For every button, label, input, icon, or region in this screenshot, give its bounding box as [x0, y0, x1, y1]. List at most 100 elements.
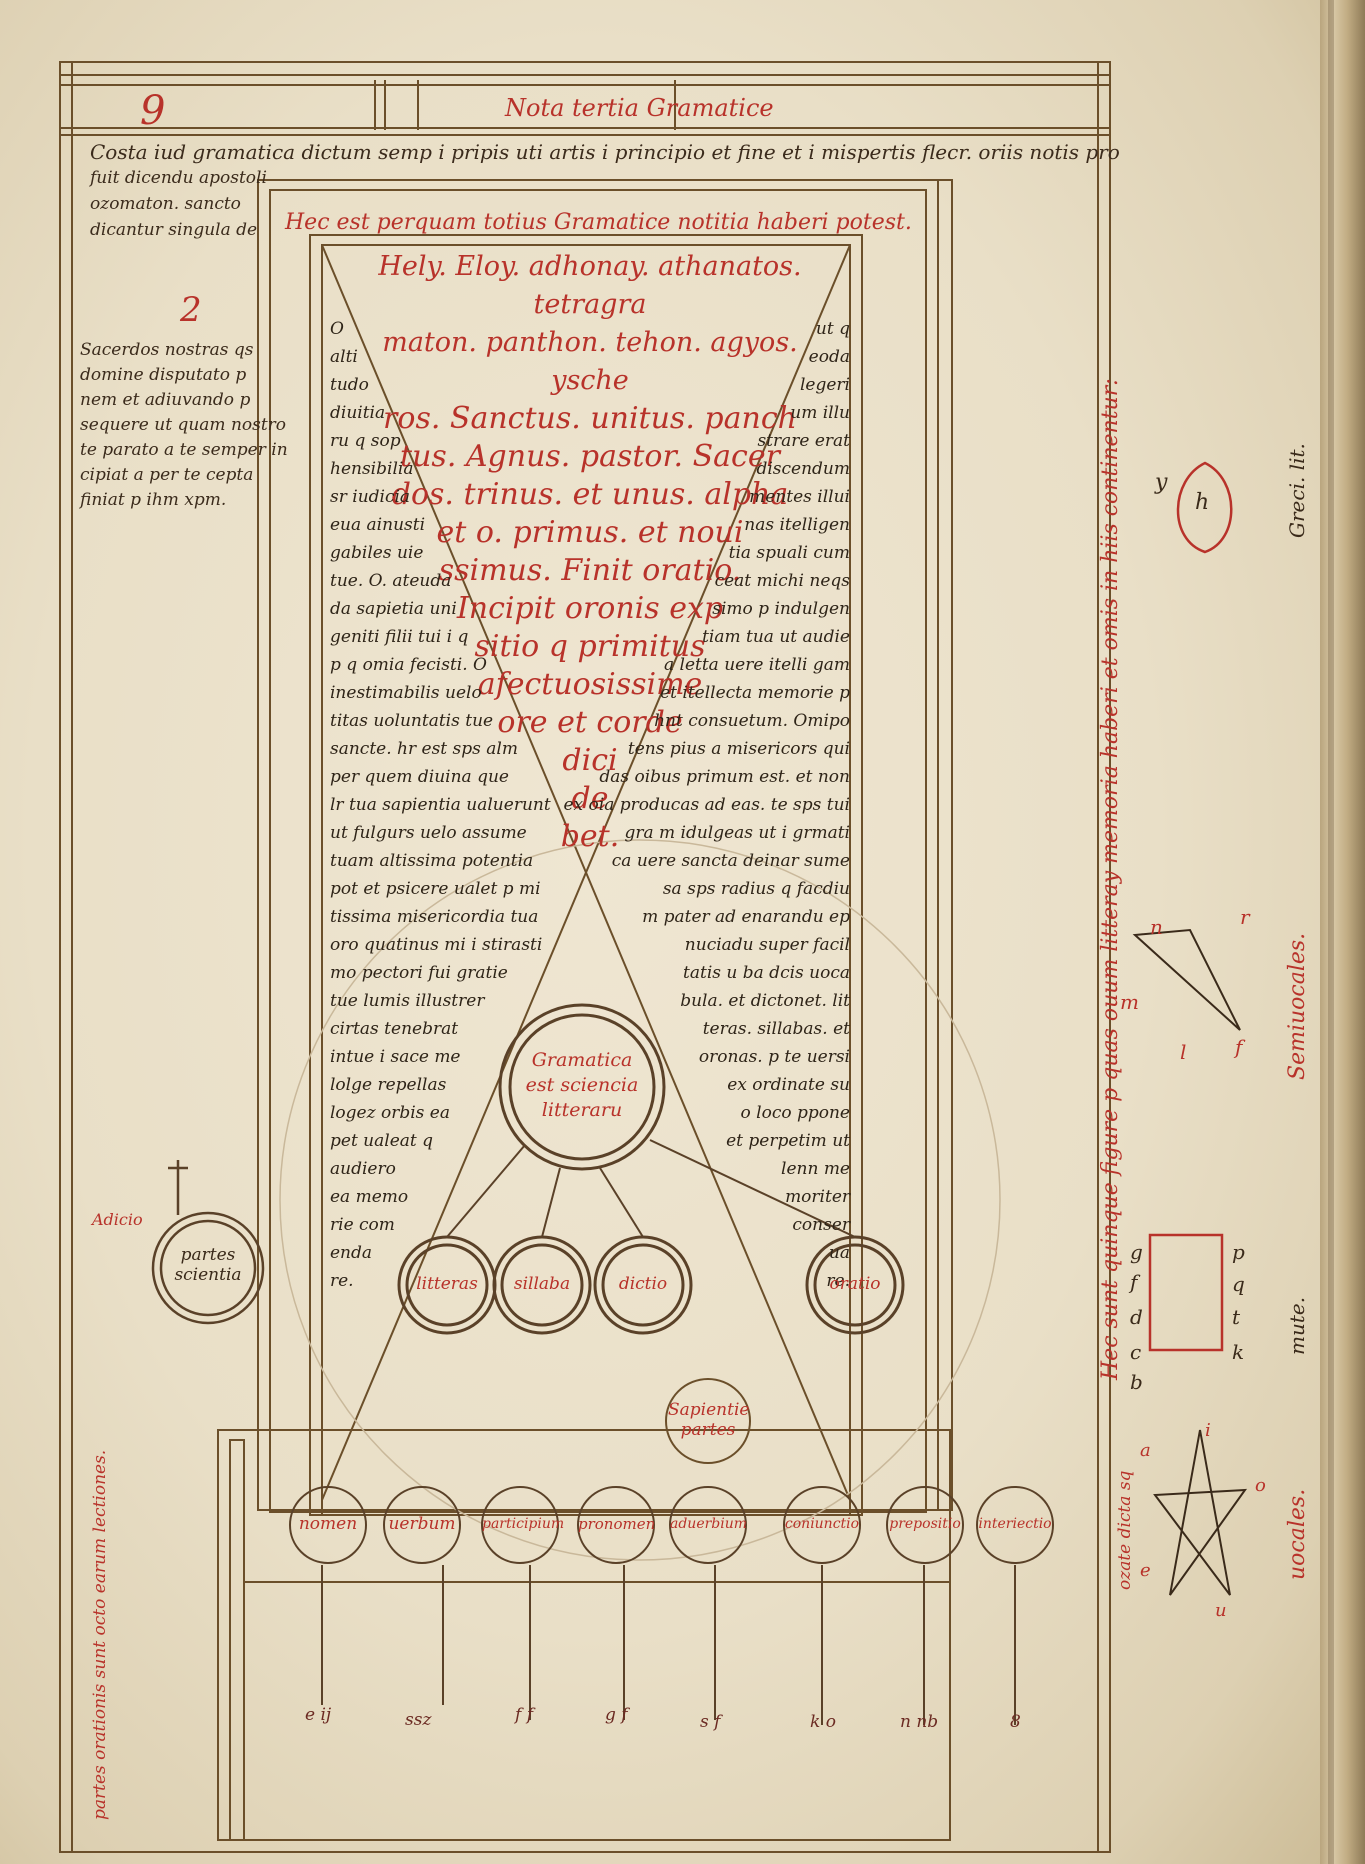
grammar-line: Gramatica	[531, 1049, 633, 1071]
grammar-line: litteraru	[541, 1099, 623, 1121]
book-gutter	[1320, 0, 1365, 1864]
figure-letter: r	[1240, 905, 1250, 929]
diagram-drawing	[59, 61, 1248, 1853]
gloss-top-line-2: fuit dicendu apostoli	[90, 168, 267, 188]
mute-label: mute.	[1285, 1296, 1309, 1355]
pos-pronomen: pronomen	[578, 1515, 656, 1533]
invocation-line: ros. Sanctus. unitus. panch	[383, 401, 797, 436]
left-column-line: alti	[330, 347, 358, 367]
invocation-line: ore et corde	[497, 705, 683, 740]
right-column-line: simo p indulgen	[712, 599, 850, 619]
figure-letter: f	[1130, 1270, 1138, 1294]
right-column-line: um illu	[790, 403, 850, 423]
right-column-line: moriter	[785, 1187, 850, 1207]
gloss-left-line: cipiat a per te cepta	[80, 465, 254, 485]
figure-letter: n nb	[900, 1712, 939, 1732]
left-column-line: titas uoluntatis tue	[330, 711, 494, 731]
sapientie-line: Sapientie	[668, 1400, 750, 1420]
gloss-left-line: domine disputato p	[80, 365, 247, 385]
invocation-line: ssimus. Finit oratio.	[438, 553, 742, 588]
grammar-part-oratio: oratio	[829, 1274, 881, 1294]
left-column-line: per quem diuina que	[330, 767, 509, 787]
right-column-line: discendum	[756, 459, 850, 479]
invocation-line: Incipit oronis exp	[456, 591, 724, 626]
figure-letter: 8	[1010, 1712, 1021, 1732]
right-column-line: tia spuali cum	[728, 543, 850, 563]
invocation-line: sitio q primitus	[474, 629, 706, 664]
pos-nomen: nomen	[298, 1514, 358, 1534]
left-column-line: tissima misericordia tua	[330, 907, 539, 927]
gloss-left: Sacerdos nostras qs domine disputato p n…	[80, 338, 288, 513]
invocation-line: dici	[562, 743, 618, 778]
right-column-line: eoda	[808, 347, 850, 367]
right-column-line: a letta uere itelli gam	[663, 655, 850, 675]
left-circle-line: partes	[180, 1245, 236, 1265]
left-column-line: hensibilia	[330, 459, 414, 479]
left-column-line: lr tua sapientia ualuerunt	[330, 795, 551, 815]
right-column-line: ceat michi neqs	[714, 571, 850, 591]
figure-letter: k o	[810, 1712, 836, 1732]
right-column-line: et perpetim ut	[726, 1131, 850, 1151]
manuscript-page: Nota tertia Gramatice 9 Costa iud gramat…	[0, 0, 1320, 1864]
left-column-line: tuam altissima potentia	[330, 851, 534, 871]
invocation-line: tus. Agnus. pastor. Sacer	[400, 439, 780, 474]
figure-letter: m	[1120, 990, 1139, 1014]
invocation-line: de	[571, 781, 609, 816]
figure-letter: d	[1130, 1305, 1143, 1329]
figure-letter: g	[1130, 1240, 1143, 1264]
right-column-line: ca uere sancta deinar sume	[611, 851, 850, 871]
left-column-line: p q omia fecisti. O	[330, 655, 487, 675]
left-column-line: re.	[330, 1271, 354, 1291]
grammar-part-dictio: dictio	[618, 1274, 668, 1294]
pos-interiectio: interiectio	[978, 1516, 1052, 1532]
figure-letter: f f	[515, 1705, 533, 1725]
pos-prepositio: prepositio	[889, 1516, 961, 1532]
grammar-part-litteras: litteras	[416, 1274, 478, 1294]
invocation-line: Hely. Eloy. adhonay. athanatos. tetragra	[378, 251, 802, 320]
right-margin-vertical-note: Hec sunt quinque figure p quas ouum litt…	[1098, 378, 1123, 1380]
left-column-line: oro quatinus mi i stirasti	[330, 935, 543, 955]
left-column-line: logez orbis ea	[330, 1103, 450, 1123]
left-column-line: gabiles uie	[330, 543, 424, 563]
right-column-line: m pater ad enarandu ep	[642, 907, 850, 927]
figure-letter: t	[1232, 1305, 1241, 1329]
pos-uerbum: uerbum	[388, 1514, 456, 1534]
figure-letter: k	[1232, 1340, 1245, 1364]
left-column-line: ru q sop	[330, 431, 401, 451]
right-column-line: o loco ppone	[740, 1103, 850, 1123]
right-column-line: lenn me	[781, 1159, 850, 1179]
left-column-line: intue i sace me	[330, 1047, 461, 1067]
gloss-left-line: nem et adiuvando p	[80, 390, 251, 410]
left-column-line: geniti filii tui i q	[330, 627, 469, 647]
right-column-line: ut q	[815, 319, 850, 339]
left-circle-line: scientia	[174, 1265, 242, 1285]
right-vertical-small: ozate dicta sq	[1115, 1470, 1135, 1590]
figure-letter: a	[1140, 1440, 1151, 1461]
right-column-line: mentes illui	[749, 487, 850, 507]
gloss-left-line: te parato a te semper in	[80, 440, 288, 460]
left-column-line: rie com	[330, 1215, 395, 1235]
figure-letter: c	[1130, 1340, 1142, 1364]
figure-letter: l	[1180, 1040, 1187, 1064]
section-marker: 9	[140, 88, 166, 134]
right-column-line: re.	[826, 1271, 850, 1291]
right-column-line: ex oia producas ad eas. te sps tui	[563, 795, 850, 815]
left-column-line: audiero	[330, 1159, 396, 1179]
pos-participium: participium	[482, 1516, 565, 1532]
figure-letter: q	[1232, 1272, 1245, 1296]
right-column-line: strare erat	[757, 431, 850, 451]
gloss-left-line: sequere ut quam nostro	[80, 415, 287, 435]
invocation-text: Hely. Eloy. adhonay. athanatos. tetragra…	[340, 248, 840, 856]
gloss-left-line: Sacerdos nostras qs	[80, 340, 254, 360]
left-column-line: tue lumis illustrer	[330, 991, 485, 1011]
gloss-top-line-4: dicantur singula de	[90, 220, 258, 240]
right-column-line: et itellecta memorie p	[660, 683, 850, 703]
invocation-line: bet.	[560, 819, 620, 854]
left-column-line: tue. O. ateuda	[330, 571, 452, 591]
right-column-line: hnt consuetum. Omipo	[654, 711, 850, 731]
gloss-top-line-1: Costa iud gramatica dictum semp i pripis…	[90, 140, 1120, 164]
left-column-line: lolge repellas	[330, 1075, 447, 1095]
invocation-line: et o. primus. et noui	[436, 515, 744, 550]
